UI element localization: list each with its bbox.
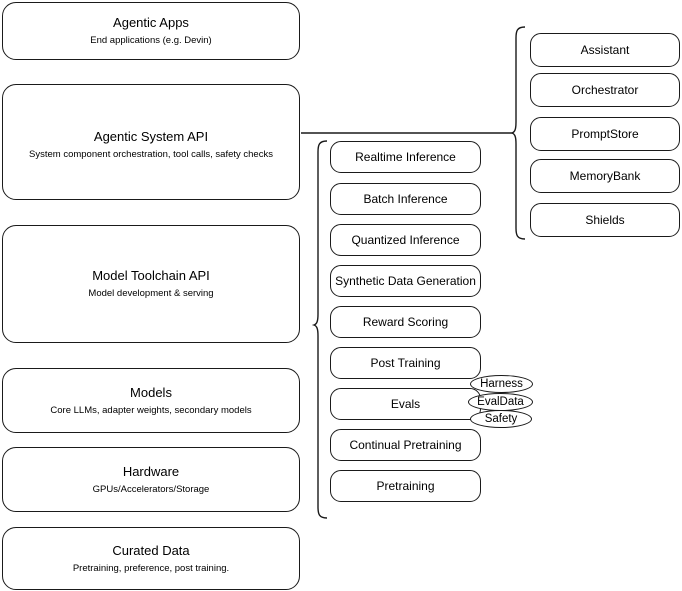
- layer-box-hardware[interactable]: Hardware GPUs/Accelerators/Storage: [2, 447, 300, 512]
- layer-subtitle: System component orchestration, tool cal…: [29, 149, 273, 160]
- system-label: MemoryBank: [569, 168, 641, 183]
- system-label: Shields: [585, 212, 625, 227]
- layer-title: Agentic Apps: [113, 15, 189, 30]
- toolchain-label: Continual Pretraining: [349, 437, 462, 452]
- toolchain-label: Synthetic Data Generation: [335, 273, 476, 288]
- layer-box-model-toolchain-api[interactable]: Model Toolchain API Model development & …: [2, 225, 300, 343]
- toolchain-label: Pretraining: [376, 478, 435, 493]
- evals-pill-evaldata[interactable]: EvalData: [468, 393, 533, 411]
- toolchain-box-synthetic-data-generation[interactable]: Synthetic Data Generation: [330, 265, 481, 297]
- system-label: Assistant: [580, 42, 630, 57]
- layer-box-curated-data[interactable]: Curated Data Pretraining, preference, po…: [2, 527, 300, 590]
- system-label: Orchestrator: [571, 82, 639, 97]
- layer-subtitle: Model development & serving: [88, 288, 214, 299]
- toolchain-box-evals[interactable]: Evals: [330, 388, 481, 420]
- evals-pill-harness[interactable]: Harness: [470, 375, 533, 393]
- system-box-shields[interactable]: Shields: [530, 203, 680, 237]
- toolchain-box-reward-scoring[interactable]: Reward Scoring: [330, 306, 481, 338]
- toolchain-box-post-training[interactable]: Post Training: [330, 347, 481, 379]
- system-box-promptstore[interactable]: PromptStore: [530, 117, 680, 151]
- layer-box-agentic-apps[interactable]: Agentic Apps End applications (e.g. Devi…: [2, 2, 300, 60]
- layer-box-models[interactable]: Models Core LLMs, adapter weights, secon…: [2, 368, 300, 433]
- system-label: PromptStore: [571, 126, 639, 141]
- toolchain-box-batch-inference[interactable]: Batch Inference: [330, 183, 481, 215]
- layer-subtitle: GPUs/Accelerators/Storage: [92, 483, 210, 495]
- brace-system-components: [509, 26, 526, 240]
- toolchain-label: Quantized Inference: [351, 232, 460, 247]
- layer-box-agentic-system-api[interactable]: Agentic System API System component orch…: [2, 84, 300, 200]
- system-box-memorybank[interactable]: MemoryBank: [530, 159, 680, 193]
- brace-toolchain-components: [311, 140, 328, 519]
- layer-subtitle: Core LLMs, adapter weights, secondary mo…: [50, 404, 252, 416]
- layer-title: Model Toolchain API: [92, 268, 210, 283]
- evals-pill-label: Safety: [484, 413, 518, 425]
- toolchain-label: Reward Scoring: [362, 314, 449, 329]
- layer-title: Models: [130, 384, 172, 400]
- toolchain-label: Batch Inference: [363, 191, 448, 206]
- evals-pill-safety[interactable]: Safety: [470, 410, 532, 428]
- toolchain-label: Evals: [390, 396, 421, 411]
- layer-title: Agentic System API: [93, 129, 209, 144]
- toolchain-box-realtime-inference[interactable]: Realtime Inference: [330, 141, 481, 173]
- layer-title: Curated Data: [112, 542, 190, 558]
- layer-title: Hardware: [122, 463, 180, 479]
- toolchain-box-quantized-inference[interactable]: Quantized Inference: [330, 224, 481, 256]
- layer-subtitle: End applications (e.g. Devin): [90, 35, 212, 46]
- layer-subtitle: Pretraining, preference, post training.: [72, 562, 230, 574]
- evals-pill-label: Harness: [480, 378, 523, 390]
- toolchain-label: Post Training: [370, 355, 441, 370]
- system-box-assistant[interactable]: Assistant: [530, 33, 680, 67]
- toolchain-box-continual-pretraining[interactable]: Continual Pretraining: [330, 429, 481, 461]
- toolchain-label: Realtime Inference: [355, 149, 456, 164]
- toolchain-box-pretraining[interactable]: Pretraining: [330, 470, 481, 502]
- system-box-orchestrator[interactable]: Orchestrator: [530, 73, 680, 107]
- evals-pill-label: EvalData: [477, 396, 524, 408]
